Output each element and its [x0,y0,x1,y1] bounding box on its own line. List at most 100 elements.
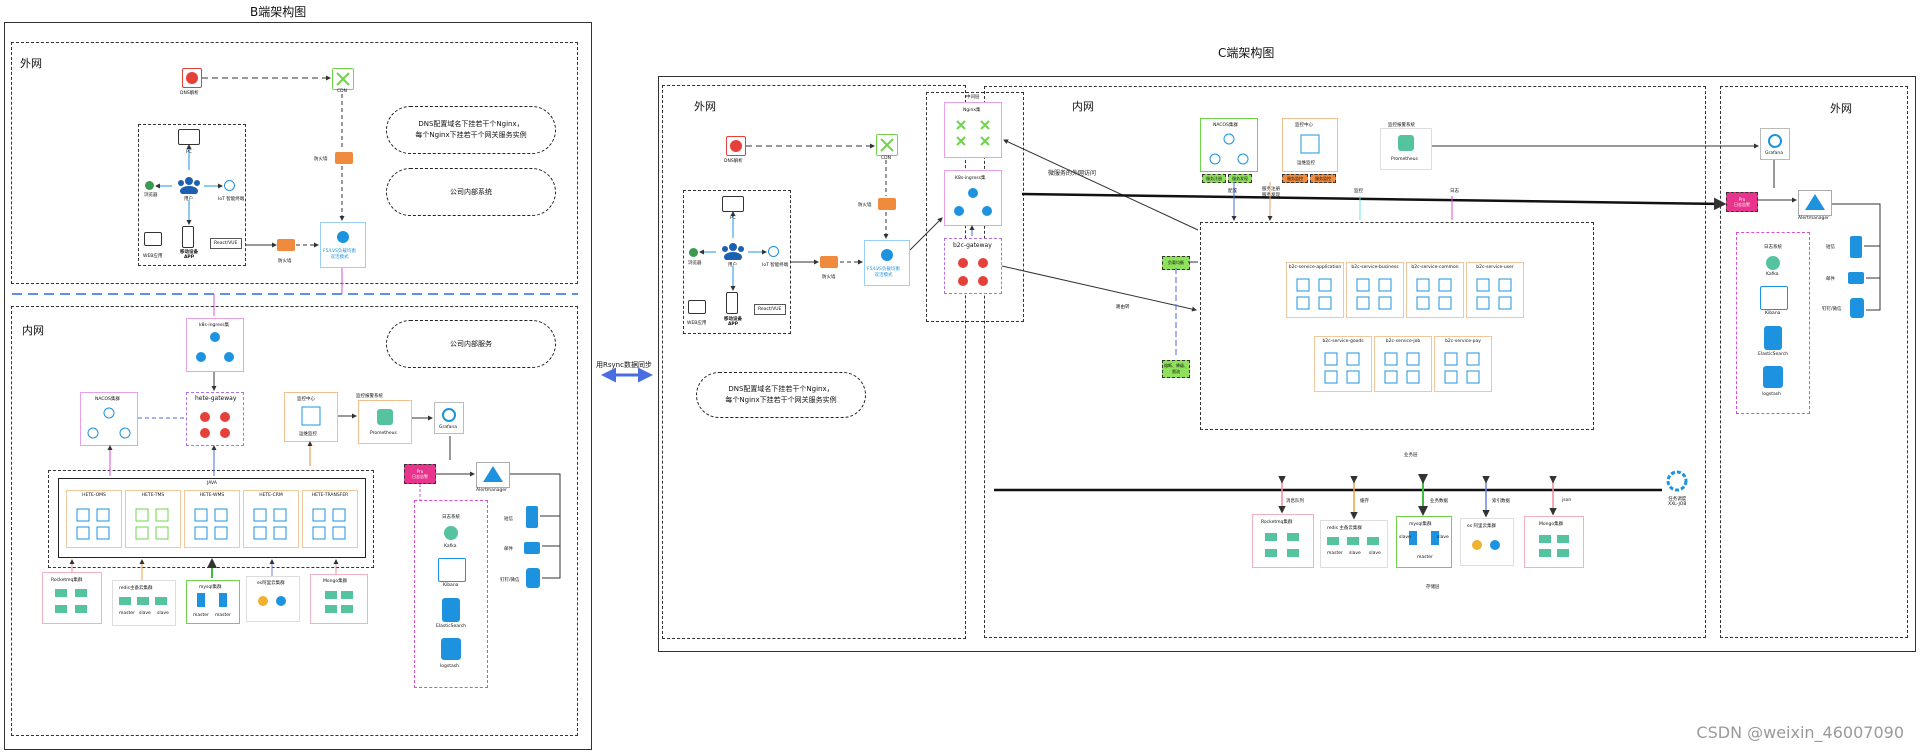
c-cdn-icon [876,134,898,156]
b-alarm-tag: Pro 日志告警 [404,464,436,484]
b-k8s-label: k8s-ingress集 [199,323,230,328]
b-kafka-icon [444,526,458,540]
b-prom-sys-label: 监控报警系统 [356,394,383,399]
c-kibana-label: Kibana [1765,311,1781,316]
c-kafka-label: Kafka [1766,272,1779,277]
cdn-label: CDN [337,89,347,94]
c-cluster-label: 中间层 [966,95,980,100]
c-alarm-tag: Pro 日志告警 [1726,192,1758,212]
c-sms-label: 短信 [1826,245,1835,250]
b-monitor-sub: 运维监控 [299,432,317,437]
b-service-3: HETE-CRM [243,490,299,548]
c-data-layer-label: 存储层 [1426,585,1440,590]
b-diagram-frame [4,22,592,750]
b-service-label: HETE-WMS [199,493,225,498]
firewall-label-2: 防火墙 [314,157,328,162]
c-route-label: 路由转 [1116,305,1130,310]
reactvue-box: React/VUE [210,238,242,249]
c-biz-layer [1200,222,1594,430]
b-elastic-icon [442,598,460,622]
b-nacos-box: NACOS集群 [80,392,138,446]
c-nacos-label: NACOS集群 [1213,123,1238,128]
b-java-label: JAVA [207,481,217,486]
c-db-label-4: json [1562,498,1572,503]
c-sms-icon [1850,236,1862,258]
c-mysql-label: mysql集群 [1409,522,1432,527]
c-es-label: es 阿里云集群 [1467,524,1497,529]
b-alertmgr-box [476,462,510,488]
b-kibana-icon [438,558,466,582]
c-service-label: b2c-service-pay [1445,339,1481,344]
web-label: WEB应用 [143,254,163,259]
c-nacos-tag-0: 服务注册 [1202,174,1226,183]
c-browser-label: 浏览器 [688,261,702,266]
b-gateway-label: hete-gateway [195,395,237,402]
c-iot-icon [768,246,779,257]
b-gateway-box: hete-gateway [186,392,244,446]
b-note-internal-svc: 公司内部服务 [386,320,556,368]
b-monitor-label: 监控中心 [297,397,315,402]
c-service-services_row2-0: b2c-service-goods [1314,336,1372,392]
c-line-label-1: 服务注册 服务发现 [1262,187,1280,198]
c-service-label: b2c-service-common [1411,265,1459,270]
b-mongo-box: Mongo集群 [310,574,368,624]
c-nginx-label: Nginx集 [963,108,981,113]
c-monitor-tag-0: 服务监控 [1282,174,1308,183]
user-icon [176,176,202,194]
iot-label: IoT 智能终端 [218,197,245,202]
c-diagram-frame [658,76,1916,652]
c-mysql-sub-2: master [1417,555,1433,560]
c-mongo-label: Mongo集群 [1539,522,1564,527]
c-micro-access-label: 微服务的外网访问 [1048,170,1097,177]
c-logstash-icon [1763,366,1783,388]
b-service-1: HETE-TMS [125,490,181,548]
b-rocketmq-label: Rocketmq集群 [51,578,83,583]
b-outer-label: 外网 [20,57,42,70]
c-task-icon [1666,470,1688,492]
b-monitor-box: 监控中心运维监控 [284,392,338,442]
c-pc-icon [722,196,744,212]
b-mysql-sub-1: master [215,613,231,618]
b-redis-sub-1: slave [139,611,151,616]
c-prometheus-label: Prometheus [1391,157,1418,162]
c-reactvue-label: React/VUE [758,307,782,312]
c-firewall-icon [820,256,838,268]
web-icon [144,232,162,246]
watermark: CSDN @weixin_46007090 [1696,723,1904,742]
c-elastic-icon [1764,326,1782,350]
b-service-label: HETE-CRM [259,493,283,498]
b-outer-zone [11,42,578,284]
c-slb-label: F5/LVS负载均衡 双活模式 [867,267,900,278]
c-outer-zone-left [662,85,966,639]
c-redis-sub-1: slave [1349,551,1361,556]
b-service-0: HETE-OMS [66,490,122,548]
c-service-label: b2c-service-business [1351,265,1399,270]
c-service-label: b2c-service-goods [1322,339,1364,344]
b-email-label: 邮件 [504,547,513,552]
c-web-label: WEB应用 [687,321,707,326]
c-db-label-3: 索引数据 [1492,499,1510,504]
b-diagram-title: B端架构图 [250,5,307,19]
b-service-label: HETE-OMS [82,493,106,498]
c-service-label: b2c-service-application [1288,265,1342,270]
c-dingtalk-label: 钉钉/微信 [1822,307,1842,312]
c-green-tag-1: 负载均衡 [1162,256,1190,270]
firewall-label: 防火墙 [278,259,292,264]
b-inner-zone [11,306,578,736]
c-grafana-box: Grafana [1760,128,1790,160]
b-alertmgr-label: Alertmanager [476,488,507,493]
c-dns-icon [726,136,746,156]
c-biz-layer-label: 业务层 [1404,453,1418,458]
b-service-2: HETE-WMS [184,490,240,548]
pc-label: PC [186,150,192,155]
c-mobile-label: 移动设备 APP [724,317,742,327]
cdn-icon [332,68,354,90]
c-web-icon [688,300,706,314]
c-service-services_row1-2: b2c-service-common [1406,262,1464,318]
b-sms-label: 短信 [504,517,513,522]
c-gateway-box: b2c-gateway [944,238,1002,294]
